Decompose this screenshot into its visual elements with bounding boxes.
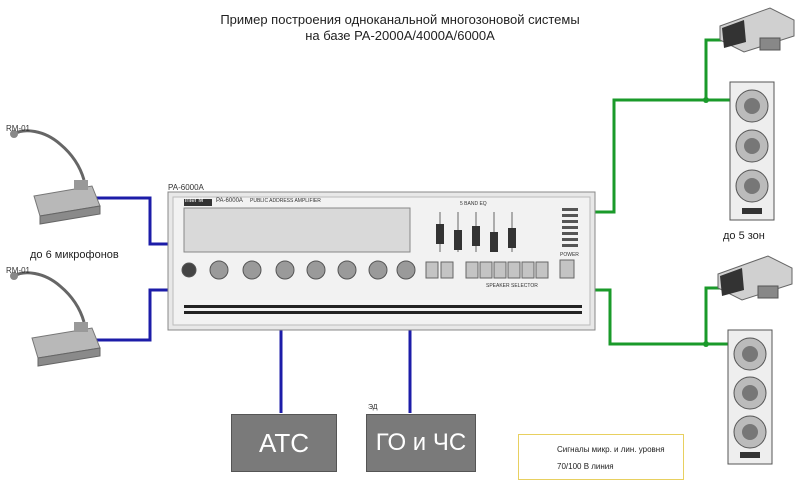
amplifier-brand-label: inter M — [185, 198, 204, 204]
mic1-to-amp-line — [95, 196, 168, 246]
mic2-to-amp-line — [95, 288, 168, 342]
mic-top-label: RM-01 — [6, 124, 31, 133]
microphone-top-icon — [10, 129, 101, 225]
diagram-title-line-2: на базе PA-2000A/4000A/6000A — [305, 28, 495, 43]
eq-label: 5 BAND EQ — [460, 201, 487, 207]
legend: Сигналы микр. и лин. уровня 70/100 В лин… — [518, 434, 684, 480]
ats-box: АТС — [231, 414, 337, 472]
amplifier-panel-model: PA-6000A — [216, 198, 243, 204]
amplifier-model-label: PA-6000A — [168, 183, 204, 192]
legend-signal-label: Сигналы микр. и лин. уровня — [557, 445, 665, 454]
go-chs-box: ГО и ЧС — [366, 414, 476, 472]
go-small-label: ЭД — [368, 404, 378, 411]
mic-count-label: до 6 микрофонов — [30, 249, 119, 261]
ats-label: АТС — [259, 428, 309, 458]
column-speaker-top-icon — [729, 81, 775, 221]
amp-to-zone-bottom-line — [594, 288, 734, 346]
mic-bottom-label: RM-01 — [6, 266, 31, 275]
speaker-selector-label: SPEAKER SELECTOR — [486, 283, 538, 289]
go-chs-label: ГО и ЧС — [375, 429, 467, 456]
amp-to-zone-top-line — [594, 98, 734, 214]
microphone-bottom-icon — [10, 271, 101, 367]
amplifier-panel-desc: PUBLIC ADDRESS AMPLIFIER — [250, 198, 321, 204]
horn-speaker-top-icon — [719, 7, 795, 53]
signal-lines — [95, 196, 554, 453]
amplifier-device — [167, 191, 596, 331]
horn-speaker-bottom-icon — [717, 255, 793, 301]
diagram-title-line-1: Пример построения одноканальной многозон… — [220, 12, 580, 27]
zones-label: до 5 зон — [723, 230, 765, 242]
power-label: POWER — [560, 252, 579, 258]
legend-speaker-label: 70/100 В линия — [557, 462, 614, 471]
column-speaker-bottom-icon — [727, 329, 773, 465]
